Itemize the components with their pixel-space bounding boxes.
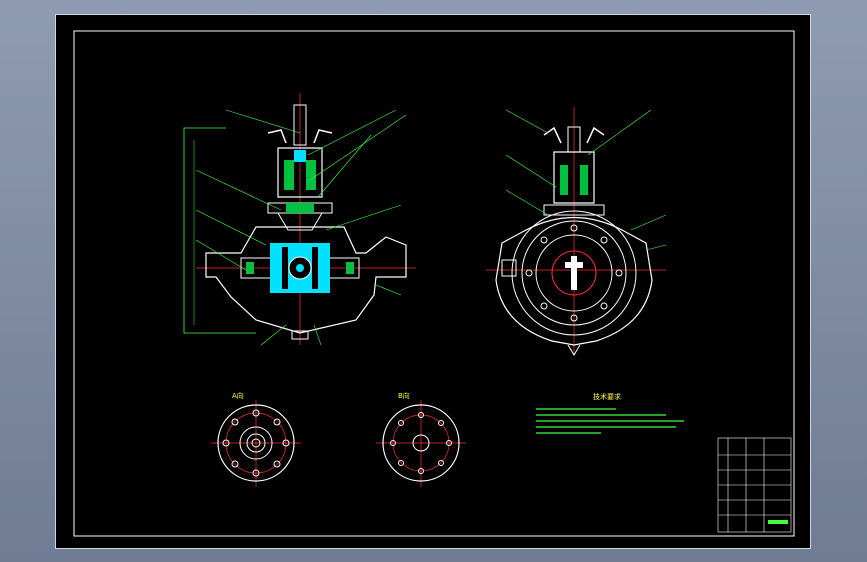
drawing-border [73,30,795,537]
assembly-drawing: A向 B向 技术要求 [73,30,795,537]
tech-req-title: 技术要求 [593,392,621,401]
technical-requirements: 技术要求 [536,392,684,434]
view-a: A向 [211,391,301,487]
view-b-label: B向 [398,391,410,400]
front-section-view [183,93,416,346]
view-b: B向 [376,391,466,487]
view-a-label: A向 [232,391,244,400]
side-view-bolt-circle [525,224,623,322]
title-block [717,437,792,533]
cad-viewport[interactable]: A向 B向 技术要求 [55,14,811,549]
side-view [486,107,667,356]
